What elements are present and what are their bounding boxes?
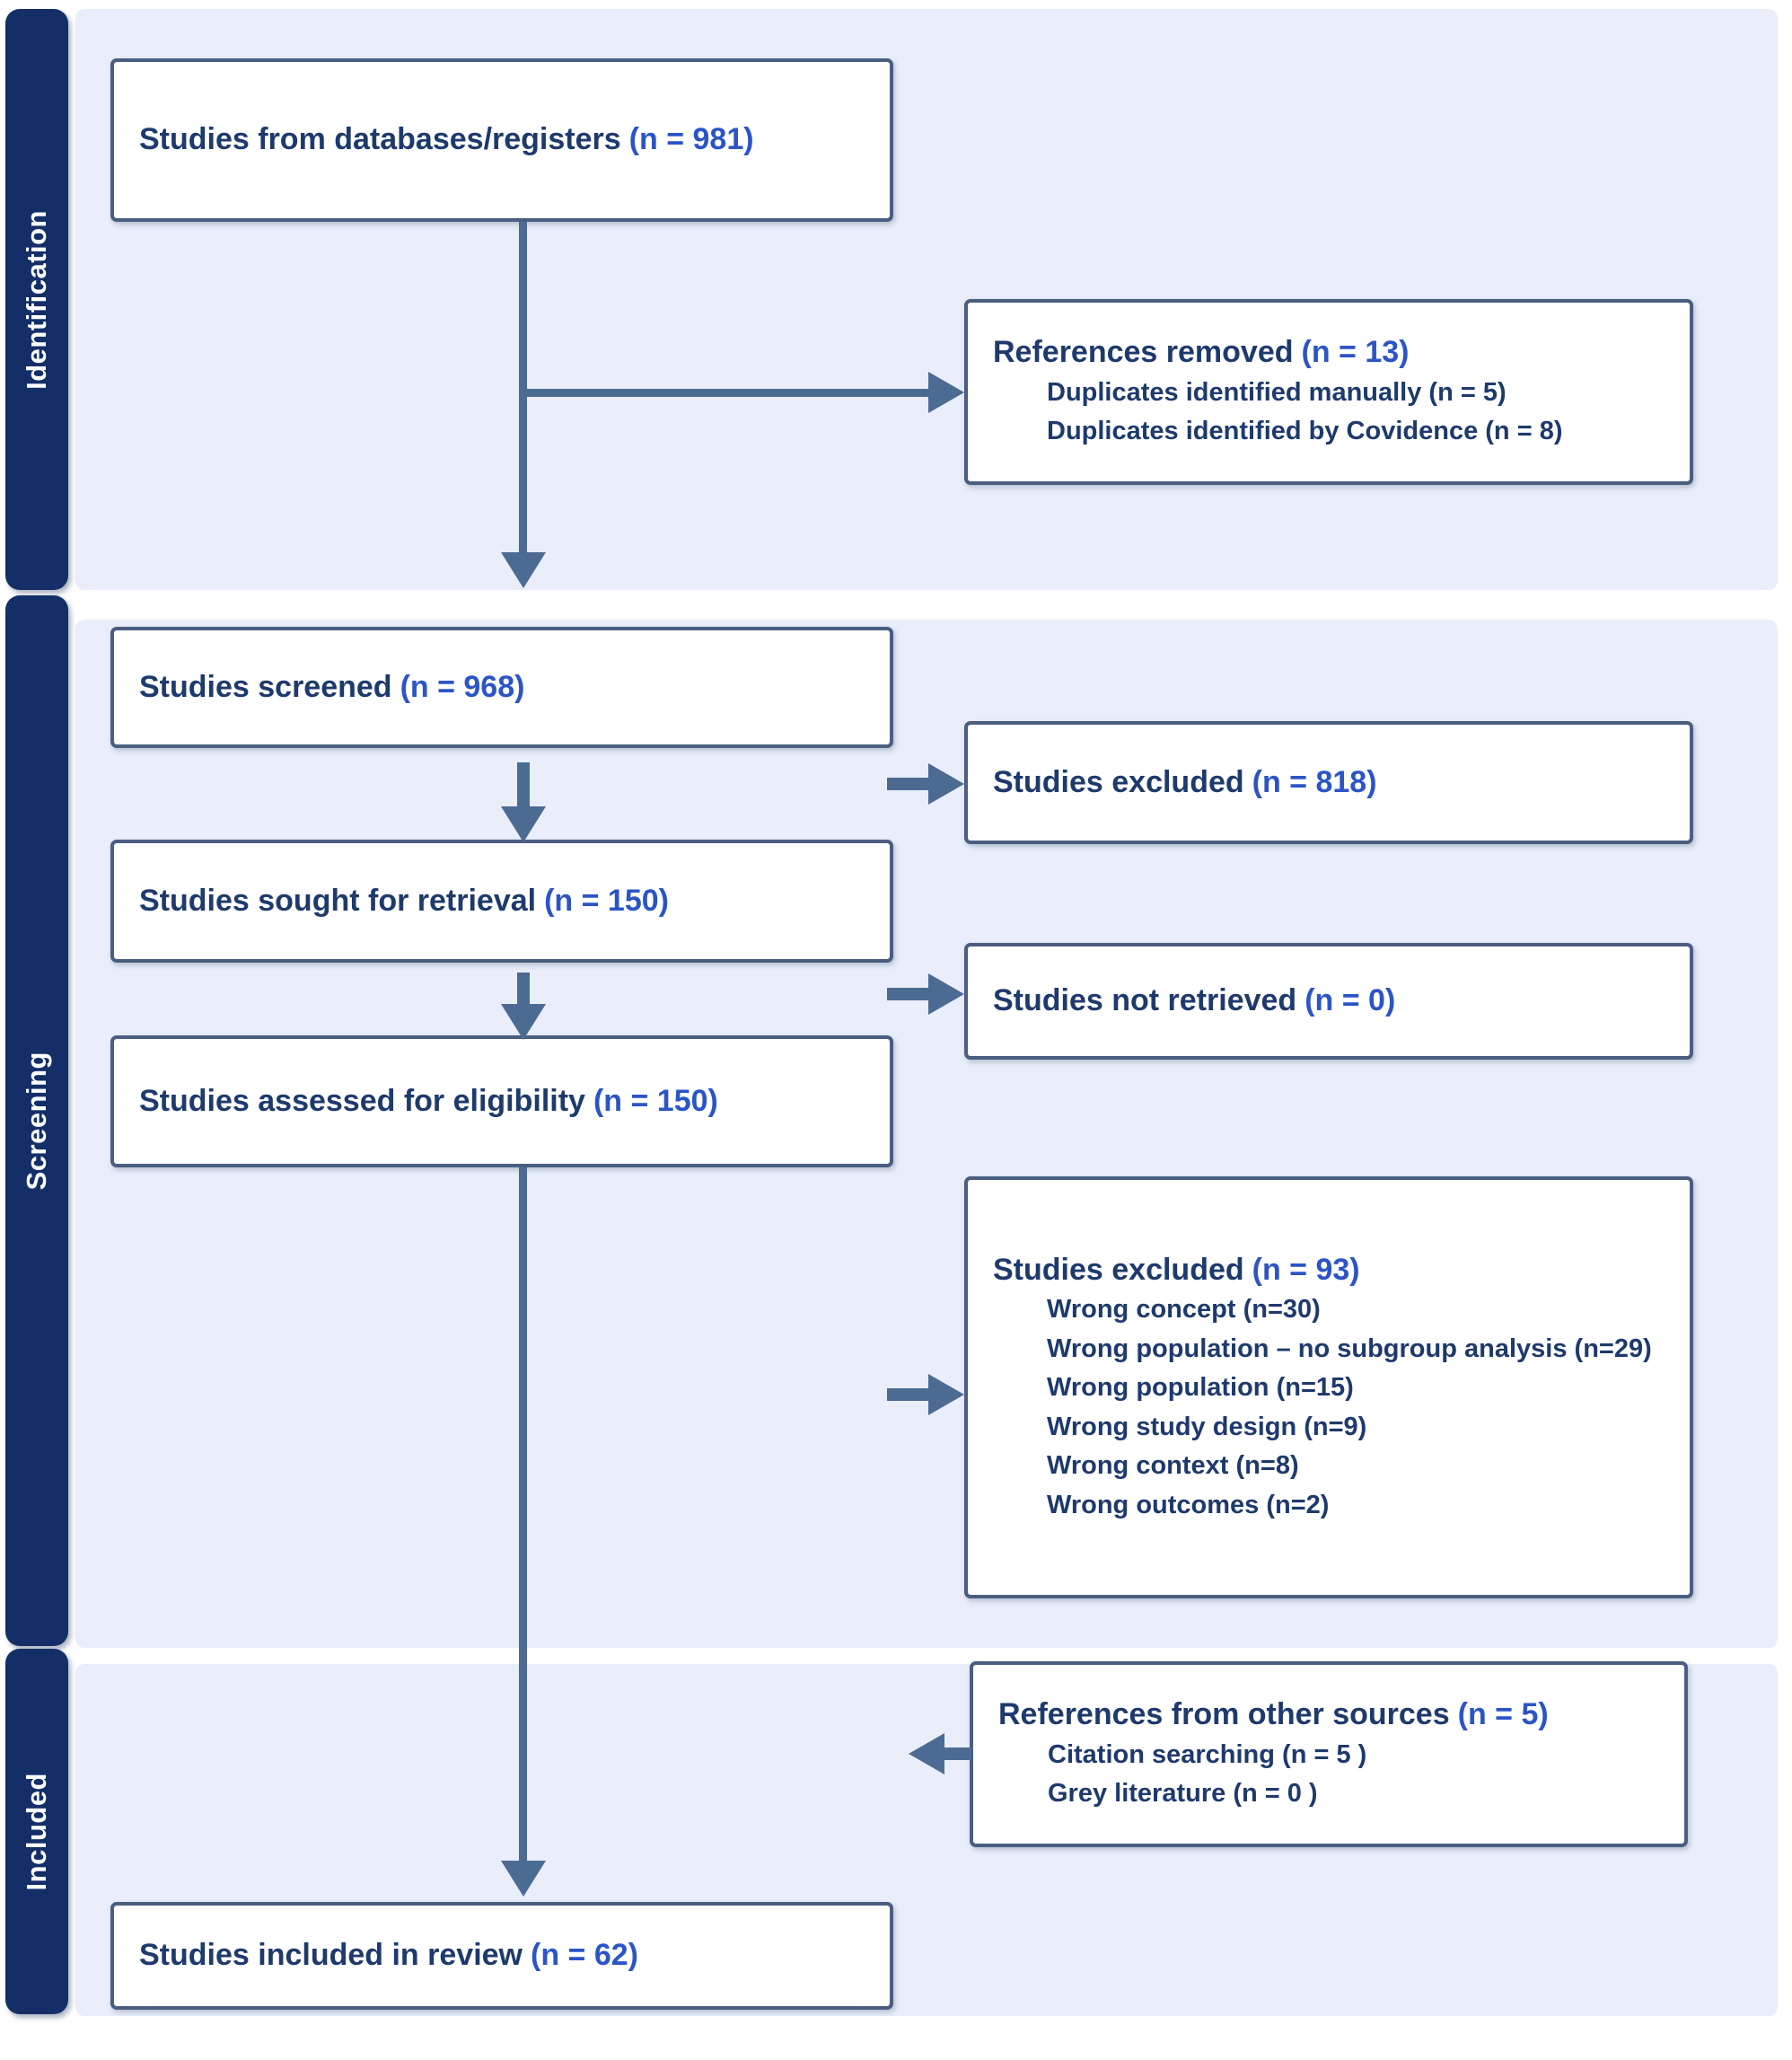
arrow-down-to-assessed-icon — [501, 1004, 546, 1040]
box-studies-sought-for-retrieval: Studies sought for retrieval(n = 150) — [110, 840, 893, 963]
box-label: Studies included in review — [139, 1938, 523, 1973]
box-title: Studies sought for retrieval(n = 150) — [139, 881, 872, 922]
box-studies-not-retrieved: Studies not retrieved(n = 0) — [964, 943, 1693, 1060]
box-label: References removed — [993, 335, 1294, 370]
connector-sought-to-assessed-line — [517, 973, 530, 1007]
box-sub-item: Wrong population (n=15) — [1047, 1373, 1354, 1403]
box-studies-included-in-review: Studies included in review(n = 62) — [110, 1902, 893, 2010]
box-title: Studies included in review(n = 62) — [139, 1935, 872, 1976]
box-count: (n = 968) — [400, 669, 525, 704]
box-count: (n = 5) — [1457, 1697, 1549, 1732]
box-label: Studies from databases/registers — [139, 122, 621, 157]
connector-to-not-retrieved-line — [887, 988, 930, 1000]
connector-assessed-to-included-line — [519, 1167, 527, 1862]
box-studies-excluded-screening: Studies excluded(n = 818) — [964, 721, 1693, 844]
box-count: (n = 13) — [1301, 335, 1410, 370]
box-sub-item: Wrong outcomes (n=2) — [1047, 1490, 1330, 1519]
box-label: Studies sought for retrieval — [139, 883, 537, 918]
box-title: References from other sources(n = 5) — [998, 1695, 1666, 1736]
box-title: Studies assessed for eligibility(n = 150… — [139, 1081, 872, 1122]
box-label: Studies screened — [139, 669, 392, 704]
connector-to-references-removed-line — [523, 389, 928, 397]
box-title: References removed(n = 13) — [993, 332, 1672, 374]
box-label: Studies not retrieved — [993, 983, 1297, 1018]
box-title: Studies not retrieved(n = 0) — [993, 981, 1672, 1022]
arrow-right-to-not-retrieved-icon — [928, 973, 964, 1015]
box-sub-item: Citation searching (n = 5 ) — [1048, 1739, 1367, 1769]
identification-stage-tab: Identification — [5, 9, 68, 590]
included-stage-tab: Included — [5, 1649, 68, 2014]
box-sub-item: Wrong context (n=8) — [1047, 1451, 1299, 1481]
arrow-right-to-excluded-eligibility-icon — [928, 1374, 964, 1415]
box-sub-item: Wrong concept (n=30) — [1047, 1295, 1321, 1325]
identification-stage-label: Identification — [21, 209, 52, 390]
arrow-down-to-included-icon — [501, 1861, 546, 1897]
box-count: (n = 150) — [593, 1083, 718, 1118]
screening-stage-label: Screening — [21, 1051, 52, 1191]
box-title: Studies excluded(n = 818) — [993, 762, 1672, 804]
box-sub-item: Wrong population – no subgroup analysis … — [1047, 1334, 1652, 1363]
arrow-left-from-other-sources-icon — [909, 1733, 944, 1774]
box-studies-screened: Studies screened(n = 968) — [110, 627, 893, 748]
box-label: References from other sources — [998, 1697, 1450, 1732]
box-count: (n = 981) — [628, 122, 754, 157]
box-references-from-other-sources: References from other sources(n = 5) Cit… — [970, 1661, 1688, 1847]
box-sub-item: Duplicates identified manually (n = 5) — [1047, 377, 1507, 407]
included-stage-label: Included — [21, 1772, 52, 1891]
box-count: (n = 150) — [544, 883, 669, 918]
box-studies-from-databases: Studies from databases/registers(n = 981… — [110, 58, 893, 222]
box-studies-excluded-eligibility: Studies excluded(n = 93) Wrong concept (… — [964, 1176, 1693, 1598]
box-count: (n = 818) — [1252, 764, 1377, 799]
connector-to-studies-excluded-line — [887, 778, 930, 790]
connector-screened-to-sought-line — [517, 762, 530, 809]
box-label: Studies excluded — [993, 764, 1244, 799]
arrow-right-to-references-removed-icon — [928, 372, 964, 413]
screening-stage-tab: Screening — [5, 595, 68, 1646]
box-sub-item: Wrong study design (n=9) — [1047, 1412, 1367, 1441]
box-title: Studies excluded(n = 93) — [993, 1250, 1672, 1291]
box-count: (n = 0) — [1304, 983, 1396, 1018]
box-label: Studies assessed for eligibility — [139, 1083, 585, 1118]
arrow-down-to-screened-icon — [501, 552, 546, 588]
box-label: Studies excluded — [993, 1252, 1244, 1287]
connector-databases-to-screened-line — [519, 222, 527, 554]
box-sub-item: Grey literature (n = 0 ) — [1048, 1779, 1318, 1809]
arrow-right-to-studies-excluded-icon — [928, 763, 964, 805]
box-title: Studies screened(n = 968) — [139, 667, 872, 709]
box-title: Studies from databases/registers(n = 981… — [139, 119, 872, 161]
box-sub-item: Duplicates identified by Covidence (n = … — [1047, 417, 1563, 446]
box-studies-assessed-for-eligibility: Studies assessed for eligibility(n = 150… — [110, 1035, 893, 1167]
connector-other-sources-line — [943, 1747, 971, 1760]
connector-to-excluded-eligibility-line — [887, 1388, 930, 1401]
box-count: (n = 62) — [531, 1938, 638, 1973]
box-references-removed: References removed(n = 13) Duplicates id… — [964, 299, 1693, 485]
box-count: (n = 93) — [1252, 1252, 1360, 1287]
arrow-down-to-sought-icon — [501, 806, 546, 842]
